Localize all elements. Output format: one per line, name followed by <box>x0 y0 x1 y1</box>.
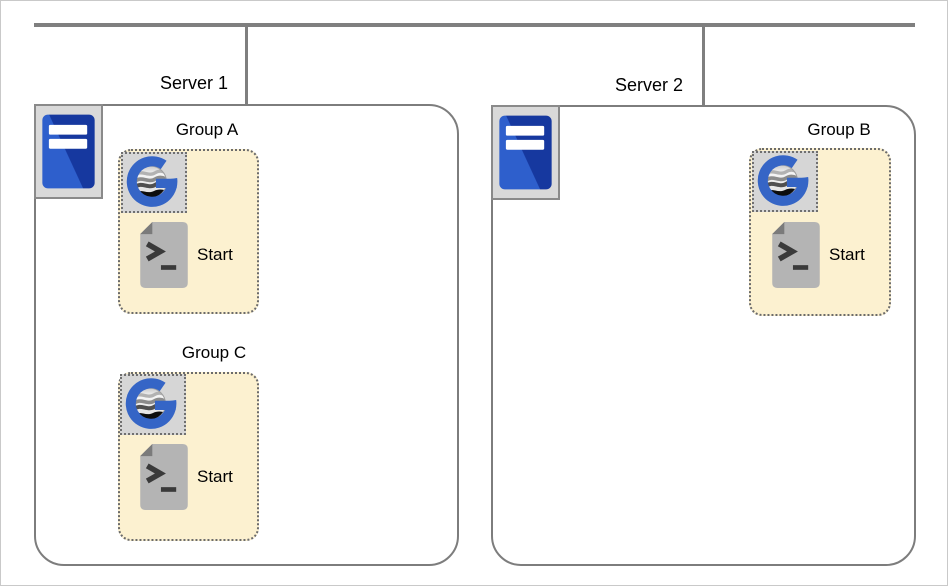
server1-tile <box>34 104 103 199</box>
g-globe-logo-icon <box>124 155 184 210</box>
group-b-script <box>772 222 820 288</box>
group-b-app-tile <box>752 151 818 212</box>
server2-tile <box>491 105 560 200</box>
server2-connector-line <box>702 27 705 106</box>
group-b-label: Group B <box>807 120 871 139</box>
group-c-script <box>140 444 188 510</box>
server-tower-icon <box>495 110 556 195</box>
group-a-start-label: Start <box>197 245 233 264</box>
server1-label: Server 1 <box>159 73 228 93</box>
group-a-script <box>140 222 188 288</box>
server-tower-icon <box>38 109 99 194</box>
group-c-app-tile <box>120 374 186 435</box>
group-a-label: Group A <box>175 120 239 139</box>
server1-connector-line <box>245 27 248 105</box>
group-c-label: Group C <box>181 343 247 362</box>
server2-label: Server 2 <box>614 75 683 95</box>
group-b-start-label: Start <box>829 245 865 264</box>
group-a-app-tile <box>121 152 187 213</box>
script-file-icon <box>140 444 188 510</box>
script-file-icon <box>140 222 188 288</box>
script-file-icon <box>772 222 820 288</box>
network-bus-line <box>34 23 915 27</box>
g-globe-logo-icon <box>123 377 183 432</box>
g-globe-logo-icon <box>755 154 815 209</box>
group-c-start-label: Start <box>197 467 233 486</box>
